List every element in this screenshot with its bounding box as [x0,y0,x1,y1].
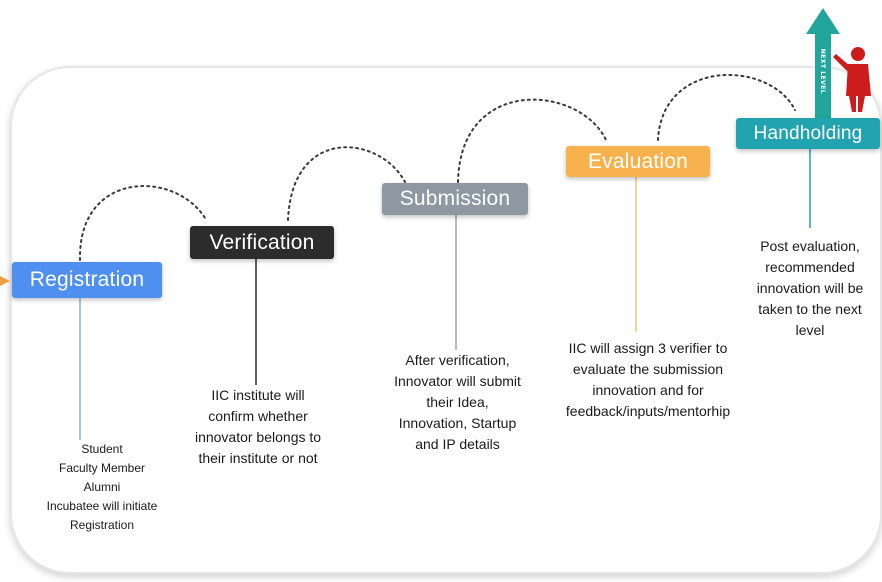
stage-registration: Registration [12,262,162,298]
stage-submission: Submission [382,183,528,215]
entry-arrow-icon [0,276,10,286]
description-registration: Student Faculty Member Alumni Incubatee … [46,442,158,532]
description-submission: After verification, Innovator will submi… [394,352,521,452]
diagram-frame [10,66,882,574]
next-level-badge-text: NEXT LEVEL [819,48,827,95]
next-level-arrow-icon [806,8,840,118]
arc-evaluation-handholding [657,73,796,141]
description-verification: IIC institute will confirm whether innov… [194,387,322,466]
arc-registration-verification [78,185,206,261]
arc-submission-evaluation [457,98,607,183]
person-pointing-icon [833,47,871,112]
arc-verification-submission [287,146,406,221]
stage-evaluation: Evaluation [566,146,710,177]
stage-verification: Verification [190,226,334,259]
description-evaluation: IIC will assign 3 verifier to evaluate t… [565,340,731,419]
description-handholding: Post evaluation, recommended innovation … [756,238,864,338]
stage-handholding: Handholding [736,118,880,149]
